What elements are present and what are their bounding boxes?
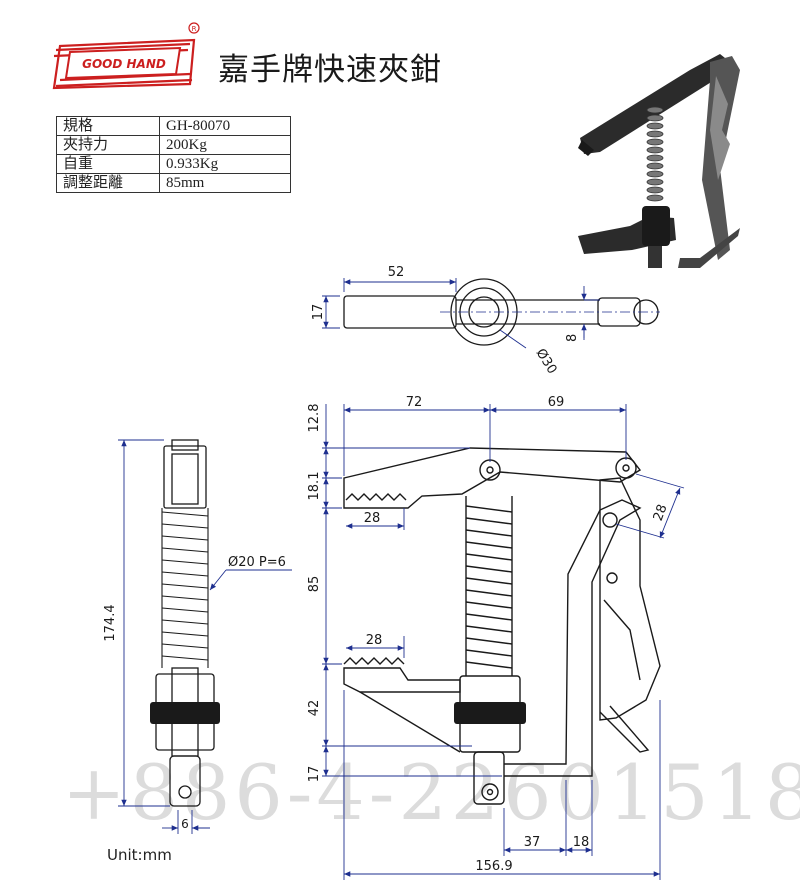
unit-label: Unit:mm bbox=[107, 846, 172, 864]
dim-top-dia: Ø30 bbox=[533, 346, 560, 377]
dim-front-k: 37 bbox=[524, 835, 541, 850]
front-view: 72 69 12.8 18.1 28 85 28 42 17 28 37 18 … bbox=[307, 395, 685, 880]
logo-text: GOOD HAND bbox=[82, 57, 166, 71]
registered-mark: R bbox=[192, 25, 197, 33]
dim-front-d: 18.1 bbox=[307, 472, 322, 501]
dim-top-width: 8 bbox=[565, 334, 580, 342]
dim-side-height: 174.4 bbox=[103, 604, 118, 641]
spec-value: GH-80070 bbox=[159, 116, 291, 136]
spec-label: 調整距離 bbox=[56, 173, 160, 193]
dim-front-a: 72 bbox=[406, 395, 423, 410]
page-title: 嘉手牌快速夾鉗 bbox=[218, 52, 442, 88]
top-view: 52 17 Ø30 8 bbox=[311, 265, 660, 377]
brand-logo: GOOD HAND R bbox=[52, 22, 200, 90]
phone-watermark: +886-4-22601518 bbox=[62, 748, 800, 837]
dim-top-length: 52 bbox=[388, 265, 405, 280]
dim-front-i: 17 bbox=[307, 766, 322, 783]
dim-side-thread: Ø20 P=6 bbox=[228, 555, 286, 570]
clamp-3d-render bbox=[578, 54, 740, 268]
dim-front-l: 18 bbox=[573, 835, 590, 850]
dim-front-e: 28 bbox=[364, 511, 381, 526]
dim-side-width: 6 bbox=[181, 817, 189, 831]
side-view: 174.4 Ø20 P=6 6 bbox=[103, 439, 292, 834]
dim-front-f: 85 bbox=[307, 576, 322, 593]
dim-top-height: 17 bbox=[311, 304, 326, 321]
spec-value: 85mm bbox=[159, 173, 291, 193]
spec-value: 200Kg bbox=[159, 135, 291, 155]
dim-front-total: 156.9 bbox=[475, 859, 512, 874]
dim-front-j: 28 bbox=[651, 502, 671, 523]
dim-front-b: 69 bbox=[548, 395, 565, 410]
dim-front-h: 42 bbox=[307, 700, 322, 717]
dim-front-c: 12.8 bbox=[307, 404, 322, 433]
dim-front-g: 28 bbox=[366, 633, 383, 648]
